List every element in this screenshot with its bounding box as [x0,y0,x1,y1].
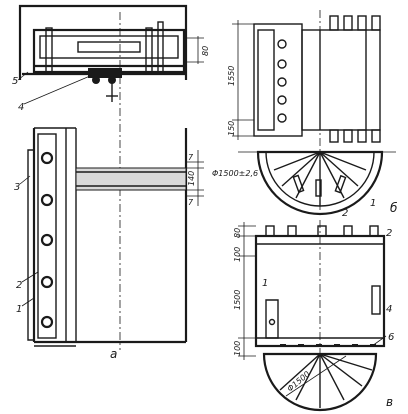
view-v-top-teeth [265,225,379,237]
view-v-rib [371,285,381,315]
view-a-flange [37,133,57,339]
view-a-seam-band [75,167,187,191]
view-b-dims: 1550 150 [227,20,254,140]
view-b-hole [277,95,287,105]
view-v-plan-arc [262,352,378,412]
view-b-bottom-teeth [329,129,381,143]
view-a-hole [40,275,54,289]
dim-text: Φ1500±2,6 [212,169,258,178]
view-a-dim-80: 80 [186,36,210,64]
view-b-plan-arc [256,150,384,216]
callout: 1 [370,198,376,209]
view-b: 1550 150 Φ1500±2,6 2 1 б [212,10,398,219]
view-a-hole [40,233,54,247]
view-label-a: а [110,347,117,361]
callout: 6 [388,332,394,343]
callout: 2 [386,228,392,239]
view-a-post-far [157,21,164,75]
view-b-hole [277,77,287,87]
dim-text: 150 [227,121,236,136]
dim-text: 100 [233,341,242,356]
view-a-mechanism [88,68,122,102]
view-b-body [301,29,381,131]
callout: 1 [262,278,268,289]
view-a-hole [40,151,54,165]
view-a-hole [40,193,54,207]
callout: 4 [18,102,24,113]
view-b-top-teeth [329,15,381,31]
view-a-top-frame-inner [39,35,179,59]
callout: 1 [16,304,22,315]
view-a-dim-stack: 7 140 7 [186,150,204,207]
dim-text: 80 [233,228,242,238]
view-a-hole [40,315,54,329]
dim-text: 80 [201,46,210,56]
dim-text: 7 [188,153,194,162]
view-a: 80 7 140 7 5 4 3 2 1 а [12,4,210,361]
dim-text: 1500 [233,290,242,310]
view-a-slot [77,41,141,53]
view-v: 80 100 1500 100 Φ1500 2 1 4 6 в [233,220,394,412]
dim-text: 7 [188,198,194,207]
callout: 2 [342,208,348,219]
view-b-hole [277,113,287,123]
view-a-post-right [145,27,153,75]
view-a-top-cap [18,4,188,20]
dim-text: 140 [187,171,196,186]
dim-text: 100 [233,247,242,262]
view-v-left-part [265,299,279,339]
view-a-post-left [45,27,53,75]
view-b-flange [257,29,275,131]
dim-text: 1550 [227,66,236,86]
view-v-radial-ribs [279,353,373,408]
callout: 3 [14,182,20,193]
view-label-b: б [390,201,398,215]
callout: 4 [386,304,392,315]
callout: 5 [12,76,18,87]
view-b-hole [277,39,287,49]
view-b-hole [277,59,287,69]
view-b-radial-ribs [273,151,367,206]
callout: 2 [16,280,22,291]
view-v-diam-line [285,355,347,397]
view-v-dims: 80 100 1500 100 [233,222,256,360]
view-label-v: в [386,395,393,409]
view-a-bracket [27,149,34,341]
